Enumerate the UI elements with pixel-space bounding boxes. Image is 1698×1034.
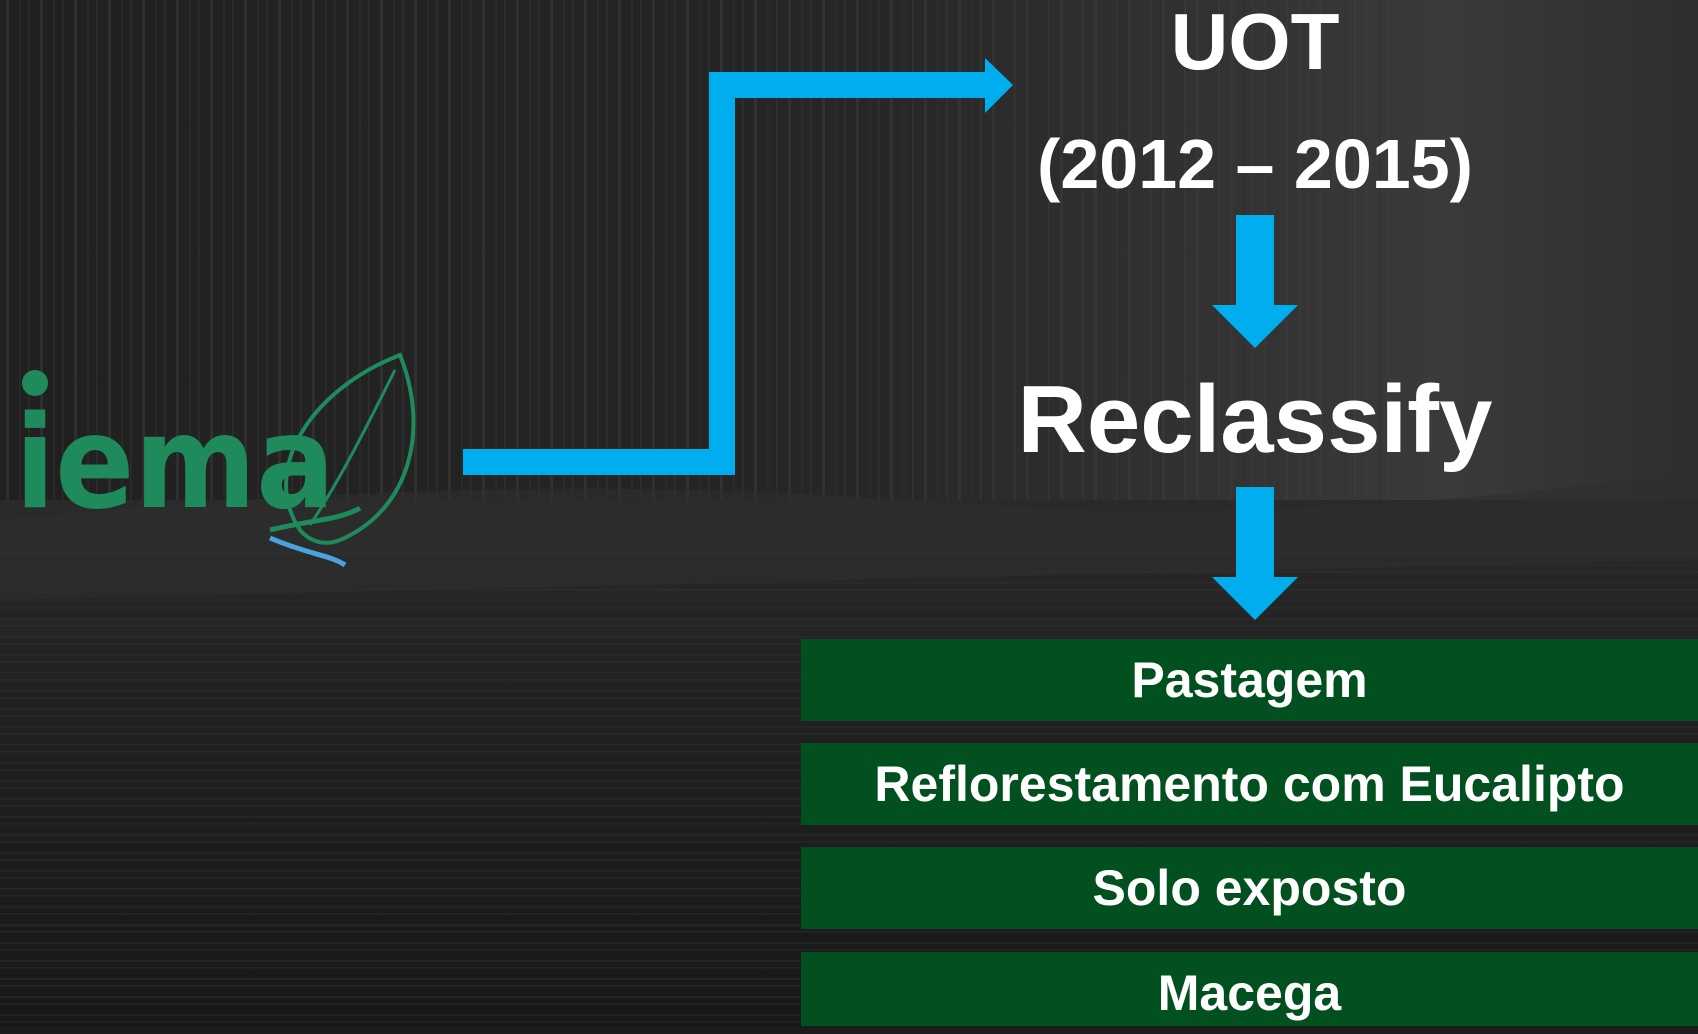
elbow-arrowhead [985,58,1013,113]
class-box-pastagem: Pastagem [801,639,1698,721]
iema-logo-text: iema [15,389,335,538]
reclassify-label: Reclassify [1017,366,1493,473]
class-box-macega: Macega [801,952,1698,1026]
iema-logo: iema [15,352,416,568]
down-arrow-2-head [1212,577,1298,620]
down-arrow-2-shaft [1236,487,1274,579]
uot-title: UOT [1170,0,1340,86]
class-box-reflorestamento: Reflorestamento com Eucalipto [801,743,1698,825]
down-arrow-1-shaft [1236,215,1274,307]
elbow-connector-arrow [463,72,985,475]
period-label: (2012 – 2015) [1037,125,1473,203]
class-box-solo-exposto: Solo exposto [801,847,1698,929]
down-arrow-1-head [1212,305,1298,348]
